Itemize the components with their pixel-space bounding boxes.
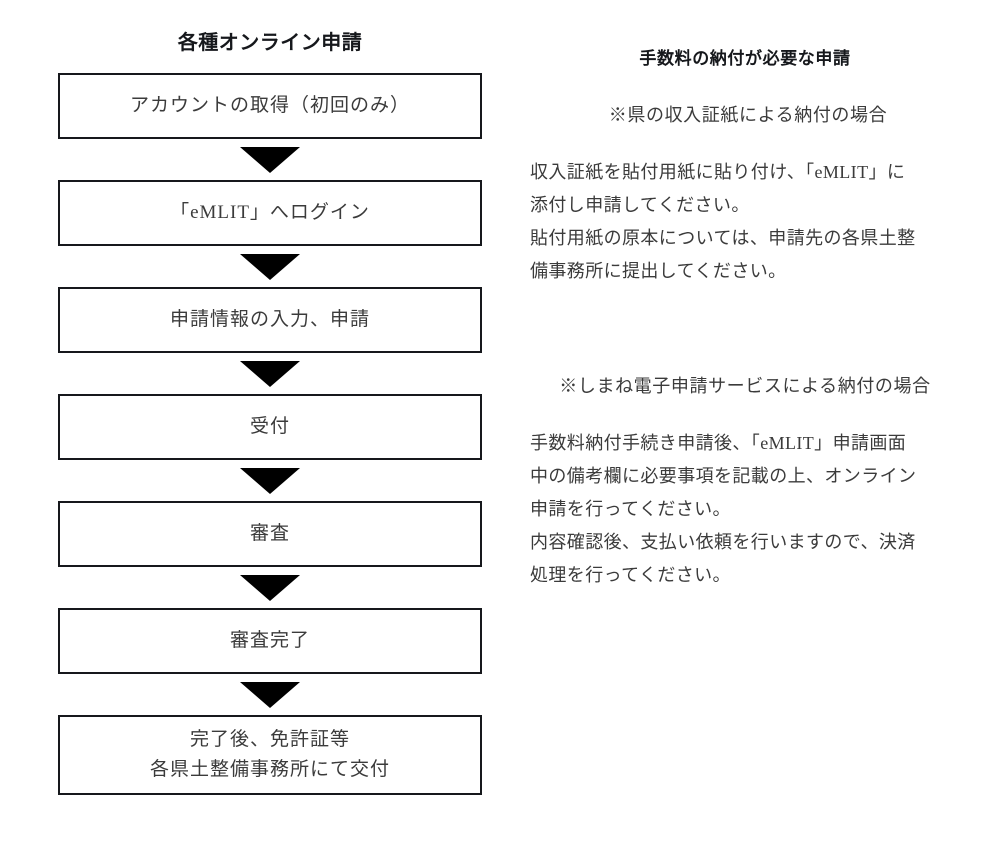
flow-connector-3 (58, 353, 482, 394)
note-section-heading: ※しまね電子申請サービスによる納付の場合 (559, 376, 931, 396)
note-section-body: 収入証紙を貼付用紙に貼り付け、「eMLIT」に 添付し申請してください。 貼付用… (530, 156, 960, 288)
flow-connector-6 (58, 674, 482, 715)
arrow-down-icon (240, 360, 300, 387)
flow-step-label-line-1: 完了後、免許証等 (189, 729, 350, 750)
flow-step-label: 審査 (249, 523, 290, 544)
arrow-down-icon (240, 146, 300, 173)
arrow-down-icon (240, 681, 300, 708)
arrow-down-icon (240, 253, 300, 280)
flow-step-box-7: 完了後、免許証等 各県土整備事務所にて交付 (58, 715, 482, 795)
note-body-line: 手数料納付手続き申請後、「eMLIT」申請画面 (530, 433, 907, 453)
flow-step-box-3: 申請情報の入力、申請 (58, 287, 482, 353)
note-body-line: 中の備考欄に必要事項を記載の上、オンライン (530, 466, 917, 486)
note-body-line: 備事務所に提出してください。 (530, 261, 787, 281)
note-section-body: 手数料納付手続き申請後、「eMLIT」申請画面 中の備考欄に必要事項を記載の上、… (530, 427, 960, 592)
note-body-line: 貼付用紙の原本については、申請先の各県土整 (530, 228, 916, 248)
flow-step-label: 申請情報の入力、申請 (169, 309, 370, 330)
flow-chart-title: 各種オンライン申請 (177, 32, 363, 54)
note-body-line: 処理を行ってください。 (530, 565, 731, 585)
flow-step-box-1: アカウントの取得（初回のみ） (58, 73, 482, 139)
note-section-e-application: ※しまね電子申請サービスによる納付の場合 手数料納付手続き申請後、「eMLIT」… (530, 371, 960, 592)
note-body-line: 内容確認後、支払い依頼を行いますので、決済 (530, 532, 916, 552)
flow-step-box-4: 受付 (58, 394, 482, 460)
flow-connector-4 (58, 460, 482, 501)
flow-step-label: アカウントの取得（初回のみ） (129, 95, 410, 116)
arrow-down-icon (240, 574, 300, 601)
flow-step-label-line-2: 各県土整備事務所にて交付 (149, 759, 390, 780)
note-body-line: 申請を行ってください。 (530, 499, 731, 519)
flow-step-box-2: 「eMLIT」へログイン (58, 180, 482, 246)
flow-step-box-5: 審査 (58, 501, 482, 567)
arrow-down-icon (240, 467, 300, 494)
flow-step-label: 「eMLIT」へログイン (170, 202, 370, 223)
note-body-line: 収入証紙を貼付用紙に貼り付け、「eMLIT」に (530, 162, 906, 182)
note-section-heading: ※県の収入証紙による納付の場合 (608, 105, 888, 125)
notes-title: 手数料の納付が必要な申請 (639, 49, 851, 68)
flow-step-box-6: 審査完了 (58, 608, 482, 674)
flow-chart-column: 各種オンライン申請 アカウントの取得（初回のみ） 「eMLIT」へログイン 申請… (58, 30, 482, 795)
flow-step-label: 受付 (249, 416, 290, 437)
flow-connector-1 (58, 139, 482, 180)
note-section-revenue-stamp: ※県の収入証紙による納付の場合 収入証紙を貼付用紙に貼り付け、「eMLIT」に … (530, 100, 960, 288)
flow-connector-5 (58, 567, 482, 608)
flow-connector-2 (58, 246, 482, 287)
notes-column: 手数料の納付が必要な申請 ※県の収入証紙による納付の場合 収入証紙を貼付用紙に貼… (530, 47, 960, 592)
flow-step-label: 審査完了 (229, 630, 310, 651)
note-body-line: 添付し申請してください。 (530, 195, 750, 215)
